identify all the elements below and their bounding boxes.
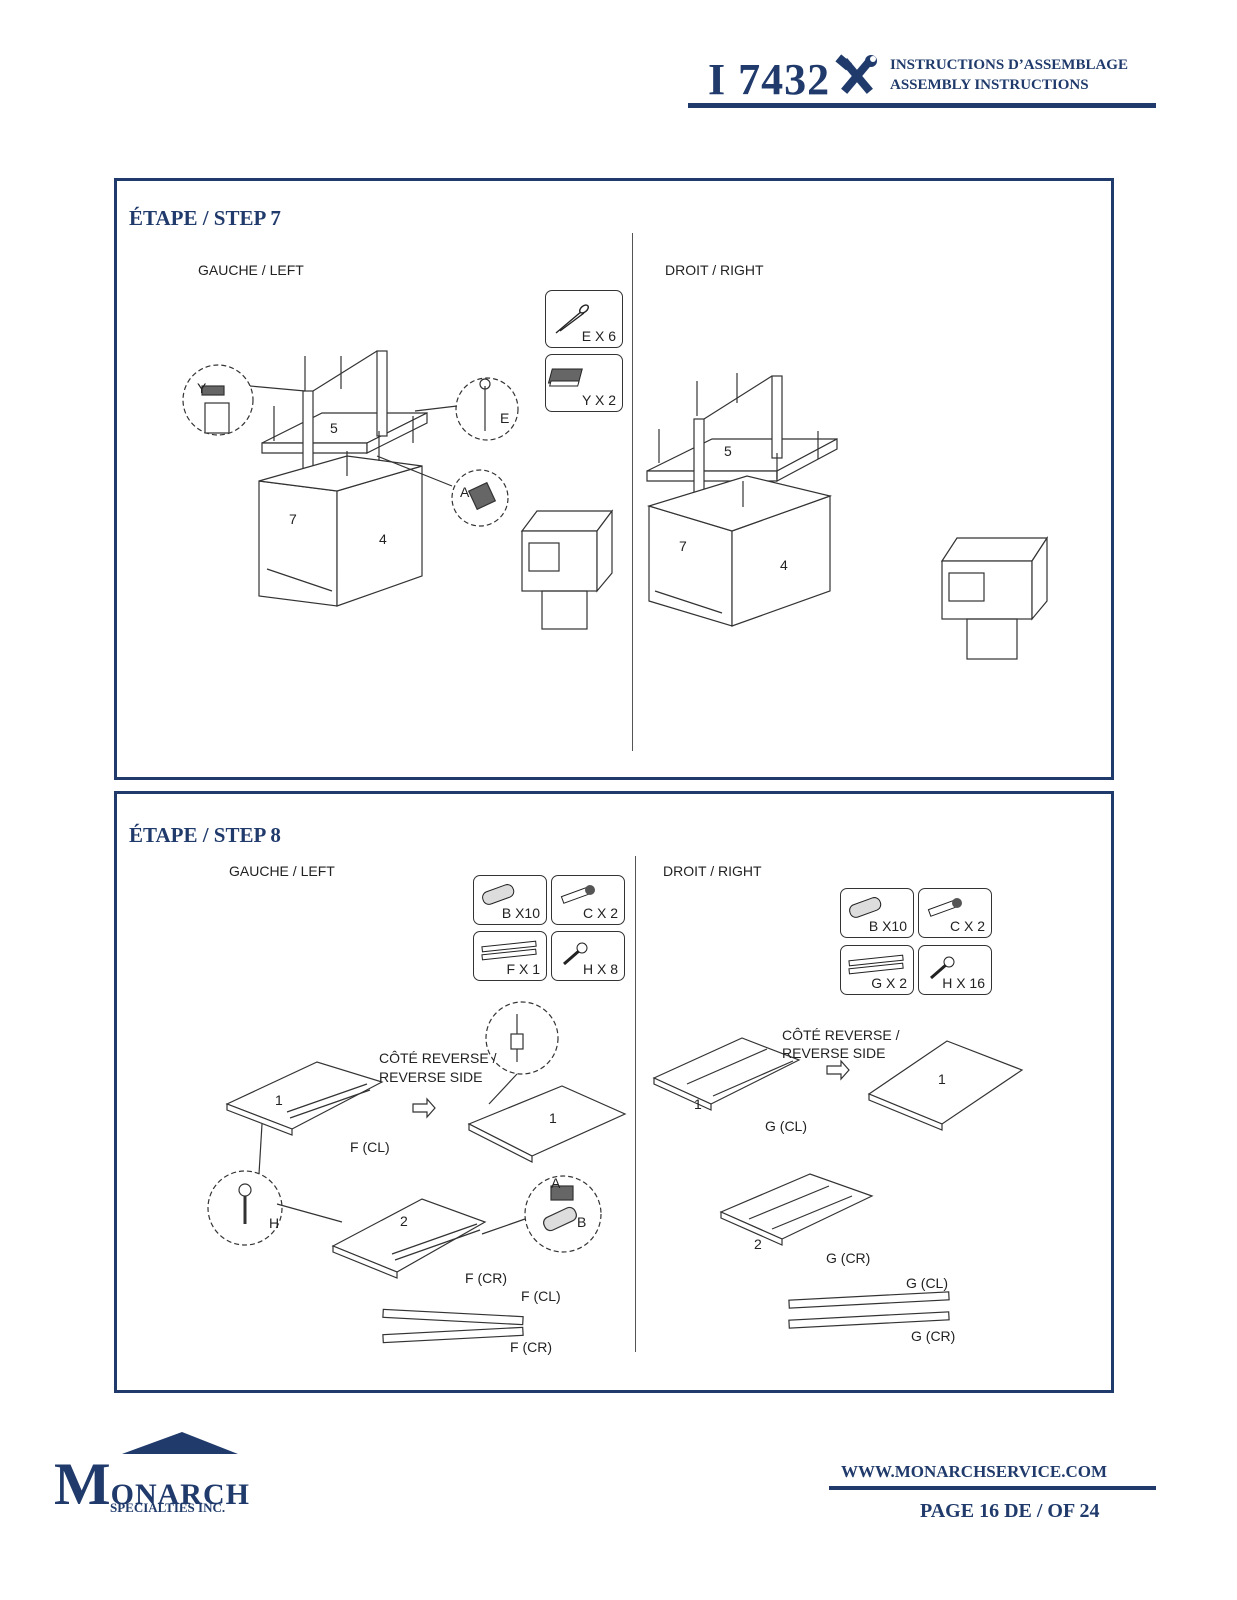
website-link[interactable]: WWW.MONARCHSERVICE.COM <box>841 1462 1108 1481</box>
step-8-left-label: GAUCHE / LEFT <box>229 863 335 879</box>
logo-wordmark: MONARCH <box>54 1450 250 1519</box>
part-h-left-label: H X 8 <box>582 961 618 977</box>
part-y-box: Y X 2 <box>545 354 623 412</box>
part-b-right-label: B X10 <box>868 918 907 934</box>
header-rule <box>688 103 1156 108</box>
part-f-left-box: F X 1 <box>473 931 547 981</box>
step-8-left-panel-2: 2 <box>400 1213 408 1229</box>
page-number: PAGE 16 DE / OF 24 <box>920 1500 1100 1522</box>
dowel-icon <box>482 884 515 905</box>
step-8-divider <box>635 856 636 1352</box>
title-english: ASSEMBLY INSTRUCTIONS <box>890 77 1089 93</box>
step-8-right-gcl: G (CL) <box>765 1118 807 1134</box>
screw-icon <box>563 942 588 966</box>
step-7-left-panel-4: 4 <box>379 531 387 547</box>
step-7-divider <box>632 233 633 751</box>
step-8-right-panel-2: 2 <box>754 1236 762 1252</box>
step-8-left-rail-fcl: F (CL) <box>521 1288 561 1304</box>
document-code: I 7432 <box>708 55 831 104</box>
step-8-left-fcl: F (CL) <box>350 1139 390 1155</box>
step-7-left-drawing <box>182 350 1049 660</box>
part-g-right-label: G X 2 <box>871 975 907 991</box>
step-7-left-panel-5: 5 <box>330 420 338 436</box>
step-8-right-panel-1: 1 <box>694 1096 702 1112</box>
step-8-title: ÉTAPE / STEP 8 <box>129 823 281 847</box>
part-b-left-box: B X10 <box>473 875 547 925</box>
step-8-right-reverse-line2: REVERSE SIDE <box>782 1045 886 1061</box>
step-7-callout-e: E <box>500 410 510 426</box>
step-8-left-fcr: F (CR) <box>465 1270 507 1286</box>
part-e-label: E X 6 <box>581 328 616 344</box>
step-7-callout-y: Y <box>197 380 207 396</box>
slide-rail-icon <box>481 940 537 961</box>
part-c-right-label: C X 2 <box>949 918 985 934</box>
step-8-right-label: DROIT / RIGHT <box>663 863 762 879</box>
step-8-right-rail-gcr: G (CR) <box>911 1328 956 1344</box>
screw-icon <box>930 956 955 980</box>
dowel-icon <box>849 897 882 918</box>
step-8-left-panel-1-reverse: 1 <box>549 1110 557 1126</box>
step-8-right-panel-1-reverse: 1 <box>938 1071 946 1087</box>
step-7-right-panel-4: 4 <box>780 557 788 573</box>
step-8-callout-h: H <box>269 1215 280 1231</box>
part-c-left-label: C X 2 <box>582 905 618 921</box>
step-8-left-reverse-line1: CÔTÉ REVERSE / <box>379 1050 497 1066</box>
part-h-right-box: H X 16 <box>918 945 992 995</box>
step-8-panel: ÉTAPE / STEP 8 GAUCHE / LEFT DROIT / RIG… <box>114 791 1114 1393</box>
cam-bolt-icon <box>927 898 962 917</box>
step-8-callout-a: A <box>551 1175 561 1191</box>
step-8-left-panel-1: 1 <box>275 1092 283 1108</box>
step-8-right-reverse-line1: CÔTÉ REVERSE / <box>782 1027 900 1043</box>
step-7-left-label: GAUCHE / LEFT <box>198 262 304 278</box>
logo-initial: M <box>54 1451 111 1517</box>
step-8-right-gcr: G (CR) <box>826 1250 871 1266</box>
footer-rule <box>829 1486 1156 1490</box>
cap-icon <box>547 368 583 387</box>
slide-rail-icon <box>848 954 904 975</box>
step-7-callout-a: A <box>460 484 470 500</box>
part-b-left-label: B X10 <box>501 905 540 921</box>
part-h-left-box: H X 8 <box>551 931 625 981</box>
logo-subtitle: SPECIALTIES INC. <box>110 1500 226 1515</box>
part-c-left-box: C X 2 <box>551 875 625 925</box>
step-7-right-label: DROIT / RIGHT <box>665 262 764 278</box>
monarch-logo <box>122 1432 238 1454</box>
step-7-right-panel-5: 5 <box>724 443 732 459</box>
part-e-box: E X 6 <box>545 290 623 348</box>
step-7-panel: ÉTAPE / STEP 7 GAUCHE / LEFT DROIT / RIG… <box>114 178 1114 780</box>
step-7-title: ÉTAPE / STEP 7 <box>129 206 281 230</box>
step-8-left-rail-fcr: F (CR) <box>510 1339 552 1355</box>
part-g-right-box: G X 2 <box>840 945 914 995</box>
step-8-drawings <box>207 1001 1024 1344</box>
logo-rest: ONARCH <box>110 1478 250 1511</box>
step-7-left-panel-7: 7 <box>289 511 297 527</box>
part-f-left-label: F X 1 <box>506 961 540 977</box>
step-8-right-rail-gcl: G (CL) <box>906 1275 948 1291</box>
step-7-right-panel-7: 7 <box>679 538 687 554</box>
tools-icon <box>835 54 877 94</box>
part-c-right-box: C X 2 <box>918 888 992 938</box>
part-h-right-label: H X 16 <box>942 975 985 991</box>
step-8-left-reverse-line2: REVERSE SIDE <box>379 1069 483 1085</box>
screw-icon <box>555 304 589 334</box>
step-8-callout-b: B <box>577 1214 587 1230</box>
part-y-label: Y X 2 <box>582 392 616 408</box>
title-french: INSTRUCTIONS D’ASSEMBLAGE <box>890 57 1128 73</box>
part-b-right-box: B X10 <box>840 888 914 938</box>
cam-bolt-icon <box>560 885 595 904</box>
